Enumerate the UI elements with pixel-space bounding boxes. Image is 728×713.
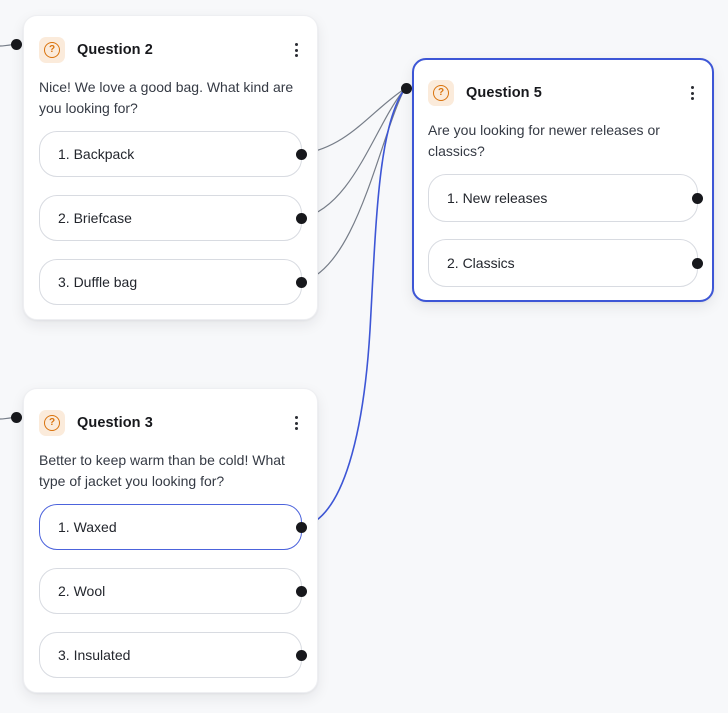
node-title: Question 5 [466,85,542,101]
output-port-insulated[interactable] [296,649,307,661]
edge-waxed-to-question-5[interactable] [301,89,405,528]
input-port-question-5[interactable] [401,83,412,94]
output-port-backpack[interactable] [296,148,307,160]
question-text: Nice! We love a good bag. What kind are … [39,79,294,116]
output-port-classics[interactable] [692,257,703,269]
node-title: Question 2 [77,42,153,58]
options-list: 1. Backpack 2. Briefcase 3. Duffle bag [39,131,307,305]
option-backpack[interactable]: 1. Backpack [39,131,307,177]
circled-question-mark-icon: ? [39,37,65,63]
option-insulated[interactable]: 3. Insulated [39,632,307,678]
option-label: 1. Backpack [58,146,135,162]
edge-briefcase-to-question-5[interactable] [301,90,404,219]
node-question-5[interactable]: ? Question 5 Are you looking for newer r… [401,58,714,302]
circled-question-mark-icon: ? [39,410,65,436]
option-label: 3. Insulated [58,647,131,663]
output-port-new-releases[interactable] [692,192,703,204]
node-header: ? Question 3 [39,409,302,437]
options-list: 1. Waxed 2. Wool 3. Insulated [39,504,307,678]
node-question-3[interactable]: ? Question 3 Better to keep warm than be… [11,388,318,693]
options-list: 1. New releases 2. Classics [428,174,703,287]
option-label: 1. Waxed [58,519,117,535]
option-label: 1. New releases [447,190,548,206]
output-port-briefcase[interactable] [296,212,307,224]
option-duffle-bag[interactable]: 3. Duffle bag [39,259,307,305]
option-label: 3. Duffle bag [58,274,138,290]
option-label: 2. Wool [58,583,106,599]
kebab-menu-button[interactable] [291,38,302,62]
option-label: 2. Classics [447,255,515,271]
kebab-menu-button[interactable] [291,411,302,435]
node-question-2[interactable]: ? Question 2 Nice! We love a good bag. W… [11,15,318,320]
input-port-question-2[interactable] [11,39,22,50]
node-header: ? Question 2 [39,36,302,64]
option-waxed[interactable]: 1. Waxed [39,504,307,550]
question-text: Better to keep warm than be cold! What t… [39,452,285,489]
input-port-question-3[interactable] [11,412,22,423]
output-port-duffle-bag[interactable] [296,276,307,288]
option-label: 2. Briefcase [58,210,132,226]
edge-dufflebag-to-question-5[interactable] [301,91,404,283]
question-text: Are you looking for newer releases or cl… [428,122,660,159]
node-title: Question 3 [77,415,153,431]
output-port-waxed[interactable] [296,521,307,533]
node-header: ? Question 5 [428,79,698,107]
output-port-wool[interactable] [296,585,307,597]
option-classics[interactable]: 2. Classics [428,239,703,287]
circled-question-mark-icon: ? [428,80,454,106]
option-wool[interactable]: 2. Wool [39,568,307,614]
kebab-menu-button[interactable] [687,81,698,105]
option-briefcase[interactable]: 2. Briefcase [39,195,307,241]
option-new-releases[interactable]: 1. New releases [428,174,703,222]
